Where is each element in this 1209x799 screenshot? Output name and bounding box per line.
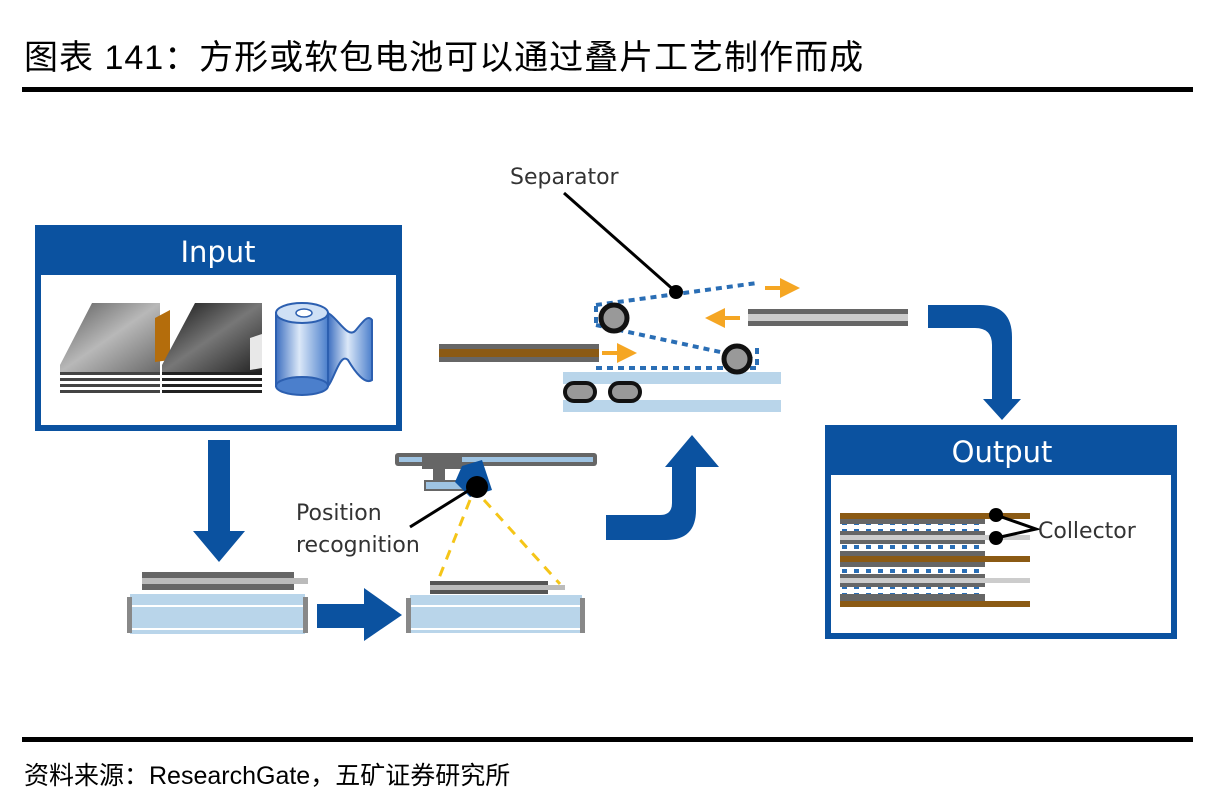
- collector-label: Collector: [1038, 519, 1137, 544]
- camera-icon: [455, 460, 492, 498]
- separator-roll-icon: [275, 302, 373, 396]
- camera-rail: [395, 453, 597, 491]
- output-box: Output Collector: [825, 425, 1177, 639]
- orange-arrow-right-top-icon: [765, 278, 800, 298]
- output-box-title: Output: [952, 435, 1053, 469]
- conveyor-stage-1: [127, 572, 308, 634]
- source-divider: [22, 737, 1193, 742]
- title-divider: [22, 87, 1193, 92]
- separator-pointer: [563, 191, 677, 294]
- position-recognition-label-line1: Position: [296, 501, 382, 526]
- right-arrow-icon: [317, 588, 402, 641]
- orange-arrow-left-icon: [705, 308, 740, 328]
- camera-view-lines: [435, 498, 562, 586]
- anode-feed-strip: [748, 309, 908, 326]
- separator-label: Separator: [510, 165, 620, 190]
- curved-up-arrow-icon: [606, 435, 719, 540]
- position-recognition-label-line2: recognition: [296, 533, 420, 558]
- cell-stack-layers: [840, 513, 1030, 607]
- down-arrow-icon: [193, 440, 245, 562]
- input-box: Input: [35, 225, 402, 431]
- orange-arrow-right-bottom-icon: [602, 343, 637, 363]
- figure-title: 图表 141：方形或软包电池可以通过叠片工艺制作而成: [24, 39, 865, 77]
- separator-pointer-dot: [669, 285, 683, 299]
- figure-source: 资料来源：ResearchGate，五矿证券研究所: [24, 762, 511, 790]
- conveyor-stage-2: [406, 581, 585, 633]
- cathode-stack-icon: [60, 303, 170, 393]
- stacking-table: [563, 372, 781, 412]
- collector-pointer: [989, 508, 1042, 545]
- cathode-feed-strip: [439, 344, 599, 362]
- anode-stack-icon: [162, 303, 262, 393]
- zfold-rollers: [598, 302, 753, 375]
- curved-down-arrow-icon: [928, 305, 1021, 420]
- position-recognition-pointer: [409, 487, 472, 529]
- input-box-title: Input: [180, 235, 255, 269]
